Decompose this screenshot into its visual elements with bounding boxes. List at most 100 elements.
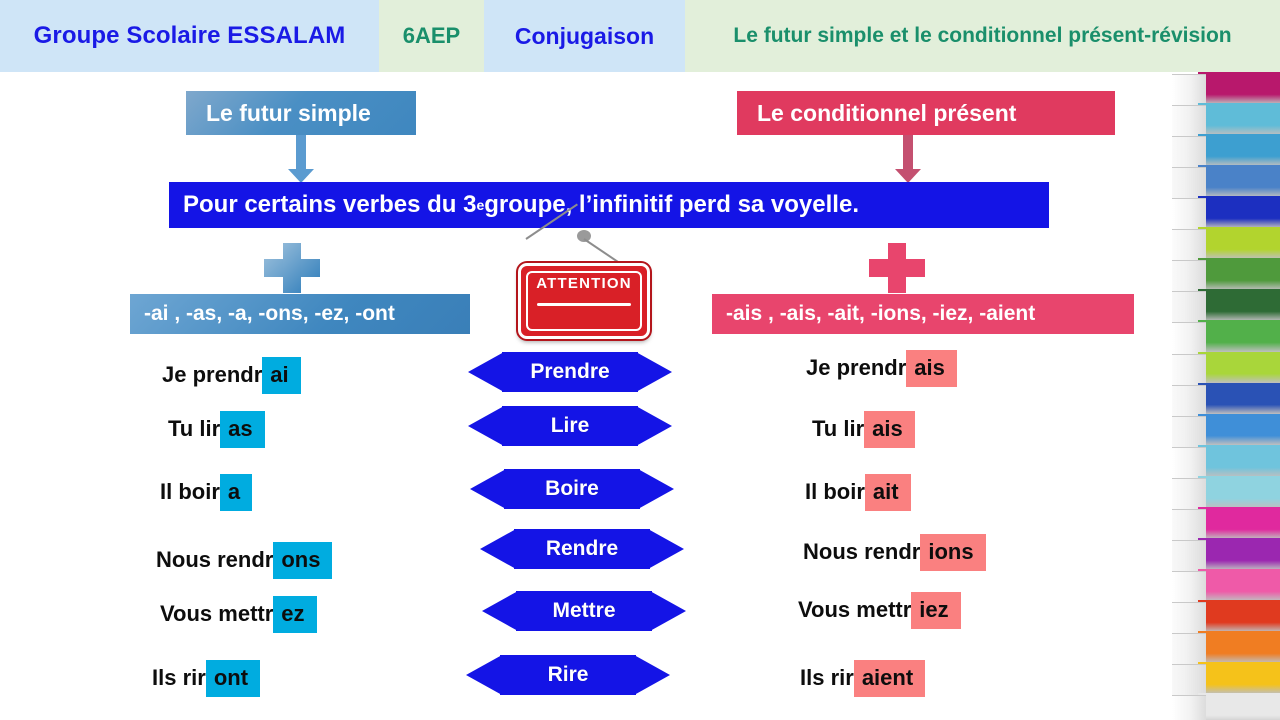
verb-arrow-mettre: Mettre xyxy=(482,591,686,631)
book-item xyxy=(1172,320,1280,355)
conj-stem: Tu lir xyxy=(168,416,221,441)
banner-text-before: Pour certains verbes du 3 xyxy=(183,191,477,218)
attention-sign: ATTENTION xyxy=(508,203,660,342)
book-pages xyxy=(1172,105,1206,137)
book-pages xyxy=(1172,570,1206,603)
attention-label: ATTENTION xyxy=(536,275,632,292)
conj-ending-highlight: ai xyxy=(262,357,301,394)
banner-text-after: groupe, l’infinitif perd sa voyelle. xyxy=(484,191,859,218)
book-cover xyxy=(1198,382,1280,415)
conj-stem: Nous rendr xyxy=(803,539,921,564)
book-pages xyxy=(1172,446,1206,479)
book-cover xyxy=(1198,537,1280,570)
verb-arrow-boire: Boire xyxy=(470,469,674,509)
verb-label: Rendre xyxy=(545,537,619,560)
book-item xyxy=(1172,227,1280,262)
verb-arrow-rire: Rire xyxy=(466,655,670,695)
book-item xyxy=(1172,351,1280,386)
arrow-down-icon-futur xyxy=(288,135,314,183)
book-pages xyxy=(1172,477,1206,510)
conj-ending-highlight: as xyxy=(220,411,265,448)
conj-ending-highlight: ont xyxy=(205,660,261,697)
conj-ending-highlight: aient xyxy=(853,660,926,697)
book-item xyxy=(1172,568,1280,603)
futur-simple-title-box: Le futur simple xyxy=(186,91,416,135)
book-item xyxy=(1172,165,1280,199)
book-pages xyxy=(1172,415,1206,448)
conj-ending-highlight: ons xyxy=(273,542,333,579)
book-cover xyxy=(1198,568,1280,601)
book-pages xyxy=(1172,539,1206,572)
book-pages xyxy=(1172,664,1206,696)
book-pages xyxy=(1172,353,1206,386)
book-item xyxy=(1172,382,1280,417)
attention-inner-border: ATTENTION xyxy=(526,271,642,331)
book-item xyxy=(1172,662,1280,696)
conj-stem: Il boir xyxy=(805,479,865,504)
book-cover xyxy=(1198,662,1280,694)
verb-label: Lire xyxy=(550,414,590,437)
conj-ending-highlight: iez xyxy=(911,592,961,629)
book-cover xyxy=(1198,134,1280,166)
conj-stem: Nous rendr xyxy=(156,547,274,572)
book-pages xyxy=(1172,384,1206,417)
book-cover xyxy=(1198,103,1280,135)
book-item xyxy=(1172,103,1280,137)
book-item xyxy=(1172,289,1280,324)
book-cover xyxy=(1198,165,1280,197)
conditionnel-endings-bar: -ais , -ais, -ait, -ions, -iez, -aient xyxy=(712,294,1134,334)
verb-arrow-prendre: Prendre xyxy=(468,352,672,392)
attention-board: ATTENTION xyxy=(518,263,650,339)
book-item xyxy=(1172,72,1280,106)
book-pages xyxy=(1172,695,1206,720)
arrow-down-icon-conditionnel xyxy=(895,135,921,183)
header-bar: Groupe Scolaire ESSALAM 6AEP Conjugaison… xyxy=(0,0,1280,72)
book-cover xyxy=(1198,631,1280,663)
book-item xyxy=(1172,631,1280,665)
conj-stem: Ils rir xyxy=(152,665,206,690)
conj-stem: Il boir xyxy=(160,479,220,504)
book-cover xyxy=(1198,599,1280,632)
conj-stem: Ils rir xyxy=(800,665,854,690)
conj-stem: Je prendr xyxy=(162,362,263,387)
header-school-name: Groupe Scolaire ESSALAM xyxy=(0,0,379,72)
conj-stem: Vous mettr xyxy=(160,601,274,626)
book-pages xyxy=(1172,322,1206,355)
book-stack-image xyxy=(1172,72,1280,720)
book-item xyxy=(1172,196,1280,231)
verb-arrow-rendre: Rendre xyxy=(480,529,684,569)
book-item xyxy=(1172,134,1280,168)
book-cover xyxy=(1198,258,1280,291)
verb-label: Boire xyxy=(545,477,599,500)
conj-stem: Tu lir xyxy=(812,416,865,441)
book-pages xyxy=(1172,74,1206,106)
conj-stem: Vous mettr xyxy=(798,597,912,622)
header-lesson-title: Le futur simple et le conditionnel prése… xyxy=(685,0,1280,72)
conj-ending-highlight: ions xyxy=(920,534,986,571)
book-cover xyxy=(1198,196,1280,229)
book-item xyxy=(1172,506,1280,541)
book-cover xyxy=(1198,227,1280,260)
book-cover xyxy=(1198,289,1280,322)
book-cover xyxy=(1198,351,1280,384)
verb-label: Mettre xyxy=(552,599,616,622)
book-item xyxy=(1172,444,1280,479)
verb-label: Prendre xyxy=(530,360,610,383)
conj-ending-highlight: ais xyxy=(906,350,957,387)
header-subject: Conjugaison xyxy=(484,0,685,72)
banner-superscript: e xyxy=(476,197,485,213)
verb-label: Rire xyxy=(547,663,589,686)
conj-ending-highlight: ais xyxy=(864,411,915,448)
book-item xyxy=(1172,599,1280,634)
book-cover xyxy=(1198,413,1280,446)
attention-divider xyxy=(537,303,631,306)
book-cover xyxy=(1198,72,1280,104)
